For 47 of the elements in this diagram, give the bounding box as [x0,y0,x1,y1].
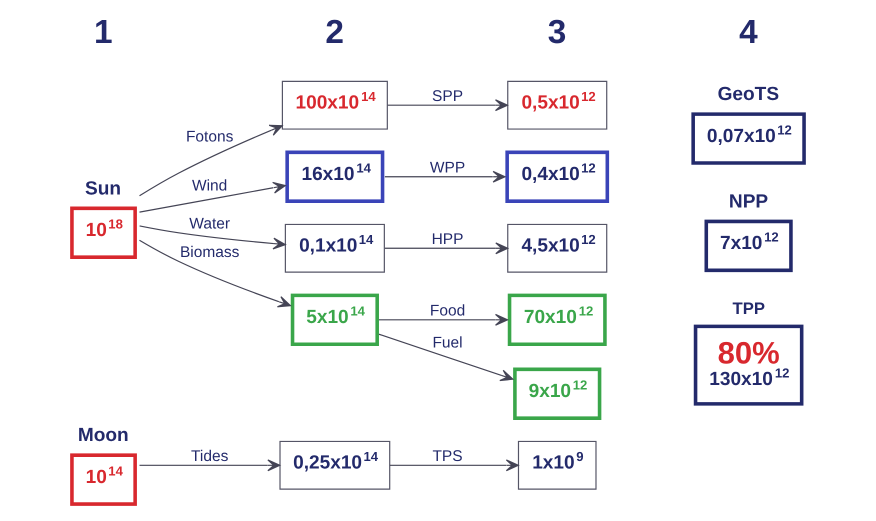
edge-label: TPS [432,448,463,465]
node-box: 0,5x10$^{12}$ [507,80,608,130]
edge-label: SPP [432,88,464,105]
node-box: 5x10$^{14}$ [290,294,379,346]
edge-label: Fotons [186,128,234,146]
node-box: 16x10$^{14}$ [285,150,384,203]
arrow [139,124,283,196]
node-box: 80% 130x10$^{12}$ [694,324,804,406]
node-box: 4,5x10$^{12}$ [507,224,608,273]
arrow [379,314,508,326]
node-box: 0,4x10$^{12}$ [505,150,610,203]
edge-label: Fuel [432,334,463,352]
label: 1 [94,14,113,52]
node-box: 0,25x10$^{14}$ [279,440,390,490]
node-label: GeoTS [718,84,780,106]
node-box: 10$^{18}$ [70,206,137,259]
node-box: 1x10$^{9}$ [518,440,597,490]
label: 3 [548,14,566,52]
edge-label: Tides [190,448,228,465]
edge-label: Water [189,215,230,232]
node-box: 0,1x10$^{14}$ [284,224,385,273]
label: 4 [739,14,758,52]
edge-label: Biomass [180,244,240,262]
arrow [378,334,514,382]
arrow [390,459,519,472]
label: 2 [325,14,344,52]
node-label: TPP [732,299,765,318]
edge-label: Wind [192,177,228,194]
edge-label: HPP [432,230,464,248]
node-label: Moon [78,425,129,446]
node-label: NPP [728,192,768,212]
arrow [384,170,506,183]
node-box: 70x10$^{12}$ [508,294,607,346]
arrow [139,225,286,250]
edge-label: WPP [430,159,466,176]
node-label: Sun [85,178,122,200]
arrow [140,459,280,472]
arrow [139,182,286,213]
arrow [139,240,292,308]
node-box: 0,07x10$^{12}$ [691,112,806,165]
node-box: 7x10$^{12}$ [704,220,793,272]
edge-label: Food [430,302,466,320]
node-box: 100x10$^{14}$ [282,80,388,130]
arrow [388,99,508,112]
node-box: 9x10$^{12}$ [513,368,602,420]
arrow [384,242,508,254]
node-box: 10$^{14}$ [70,453,137,506]
